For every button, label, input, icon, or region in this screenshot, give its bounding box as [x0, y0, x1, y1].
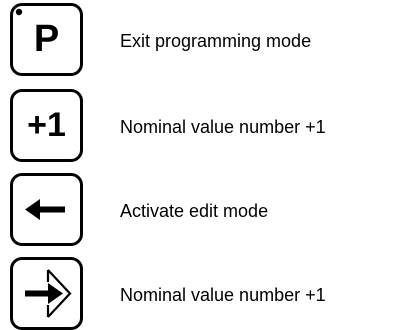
nominal-value-plus-one-text: Nominal value number +1: [120, 117, 326, 137]
left-arrow-icon: [25, 199, 65, 220]
led-dot-icon: [15, 8, 23, 16]
p-key[interactable]: P: [10, 3, 83, 76]
enter-arrow-key[interactable]: [10, 257, 83, 330]
activate-edit-mode-text: Activate edit mode: [120, 201, 269, 221]
plus-one-key-label: +1: [27, 106, 66, 144]
plus-one-key[interactable]: +1: [10, 89, 83, 162]
enter-arrow-diamond-icon: [25, 269, 72, 318]
p-key-label: P: [33, 18, 60, 60]
left-arrow-key[interactable]: [10, 173, 83, 246]
nominal-value-plus-one-text-2: Nominal value number +1: [120, 285, 326, 305]
exit-programming-mode-text: Exit programming mode: [120, 31, 312, 51]
